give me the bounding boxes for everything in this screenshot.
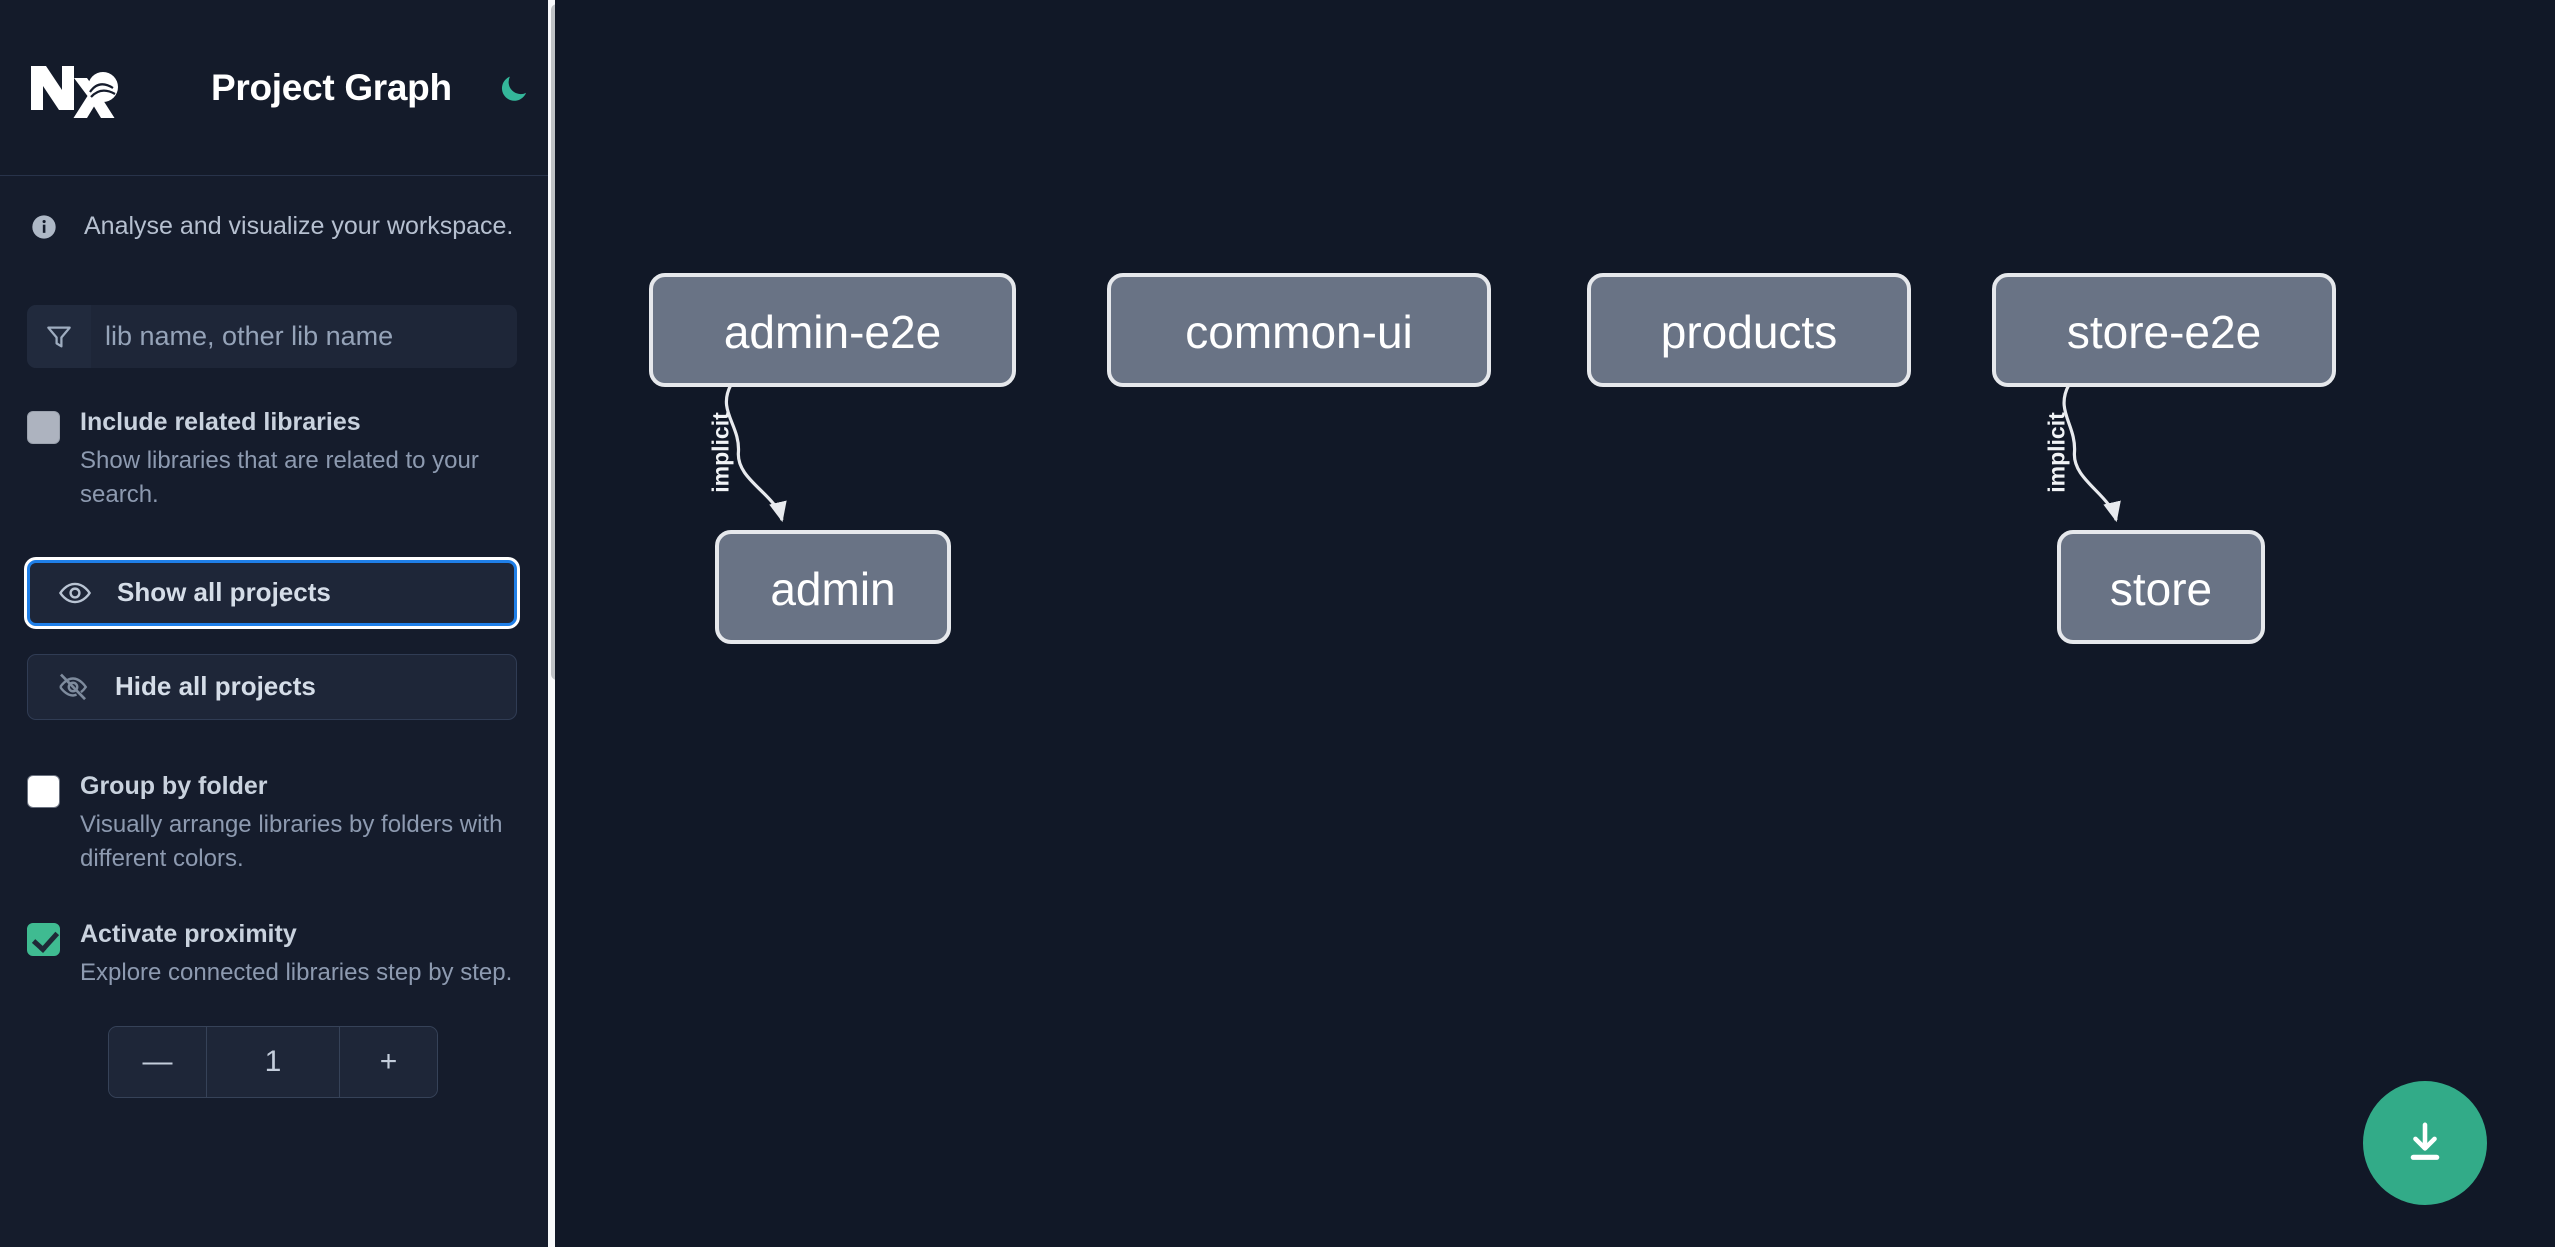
graph-edge-label: implicit: [2043, 412, 2069, 493]
graph-node-rect: [1587, 273, 1911, 387]
graph-node-rect: [1992, 273, 2336, 387]
graph-node-rect: [1107, 273, 1491, 387]
download-icon: [2410, 1122, 2440, 1160]
eye-off-icon: [55, 669, 91, 705]
eye-icon-glyph: [59, 582, 91, 604]
page-title: Project Graph: [211, 66, 452, 108]
funnel-icon-glyph: [47, 326, 71, 347]
graph-edges: implicit implicit: [707, 384, 2121, 523]
filter-input-wrapper[interactable]: [27, 305, 517, 368]
graph-node[interactable]: store: [2057, 530, 2265, 644]
moon-icon[interactable]: [494, 68, 534, 108]
tagline-text: Analyse and visualize your workspace.: [84, 212, 514, 240]
option-description: Explore connected libraries step by step…: [80, 958, 513, 986]
option-description: Show libraries that are related to your …: [80, 446, 479, 508]
checkbox-include-related-libraries: [27, 411, 60, 444]
graph-node[interactable]: admin: [715, 530, 951, 644]
option-label: Activate proximity: [80, 919, 297, 948]
eye-off-icon-glyph: [59, 673, 88, 701]
funnel-icon: [27, 305, 91, 368]
proximity-decrement-button[interactable]: —: [109, 1026, 207, 1097]
graph-node-label: store-e2e: [2067, 306, 2261, 358]
eye-icon: [57, 575, 93, 611]
option-description: Visually arrange libraries by folders wi…: [80, 810, 503, 872]
graph-node-rect: [715, 530, 951, 644]
graph-canvas[interactable]: implicit implicit admin-e2e common-ui produ…: [555, 0, 2555, 1247]
proximity-increment-button[interactable]: +: [339, 1026, 437, 1097]
option-activate-proximity[interactable]: Activate proximity Explore connected lib…: [0, 920, 555, 990]
graph-node-label: admin-e2e: [724, 306, 941, 358]
option-label: Group by folder: [80, 771, 268, 800]
sidebar-header: Project Graph: [0, 0, 555, 176]
graph-node[interactable]: common-ui: [1107, 273, 1491, 387]
proximity-stepper[interactable]: — 1 +: [108, 1025, 438, 1098]
download-image-button[interactable]: [2363, 1081, 2487, 1205]
proximity-value: 1: [207, 1026, 339, 1097]
show-all-projects-button[interactable]: Show all projects: [27, 559, 517, 626]
graph-node-rect: [649, 273, 1016, 387]
search-input[interactable]: [91, 305, 517, 368]
info-icon: [32, 214, 56, 239]
graph-node-label: store: [2110, 563, 2212, 615]
hide-all-projects-button[interactable]: Hide all projects: [27, 653, 517, 720]
checkbox-group-by-folder[interactable]: [27, 774, 60, 808]
graph-node-rect: [2057, 530, 2265, 644]
graph-edge: [724, 384, 787, 523]
tagline: Analyse and visualize your workspace.: [0, 176, 555, 241]
checkbox-activate-proximity[interactable]: [27, 922, 60, 956]
graph-edge-label: implicit: [707, 412, 733, 493]
option-include-related-libraries[interactable]: Include related libraries Show libraries…: [0, 408, 555, 512]
option-group-by-folder[interactable]: Group by folder Visually arrange librari…: [0, 772, 555, 876]
graph-node[interactable]: products: [1587, 273, 1911, 387]
option-label: Include related libraries: [80, 408, 361, 436]
sidebar: Project Graph Analyse and visualize your…: [0, 0, 555, 1247]
graph-edge: [2062, 384, 2121, 523]
graph-node-label: products: [1661, 306, 1837, 358]
graph-nodes: admin-e2e common-ui products store-e2e admin…: [649, 273, 2336, 644]
graph-node[interactable]: store-e2e: [1992, 273, 2336, 387]
moon-icon-glyph: [501, 76, 526, 101]
graph-node[interactable]: admin-e2e: [649, 273, 1016, 387]
graph-node-label: admin: [770, 563, 895, 615]
sidebar-scrollbar-thumb[interactable]: [551, 4, 555, 680]
project-graph-svg: implicit implicit admin-e2e common-ui produ…: [649, 273, 2336, 644]
graph-node-label: common-ui: [1185, 306, 1413, 358]
nx-logo: [31, 65, 118, 118]
show-all-projects-label: Show all projects: [117, 577, 331, 608]
hide-all-projects-label: Hide all projects: [115, 671, 316, 702]
